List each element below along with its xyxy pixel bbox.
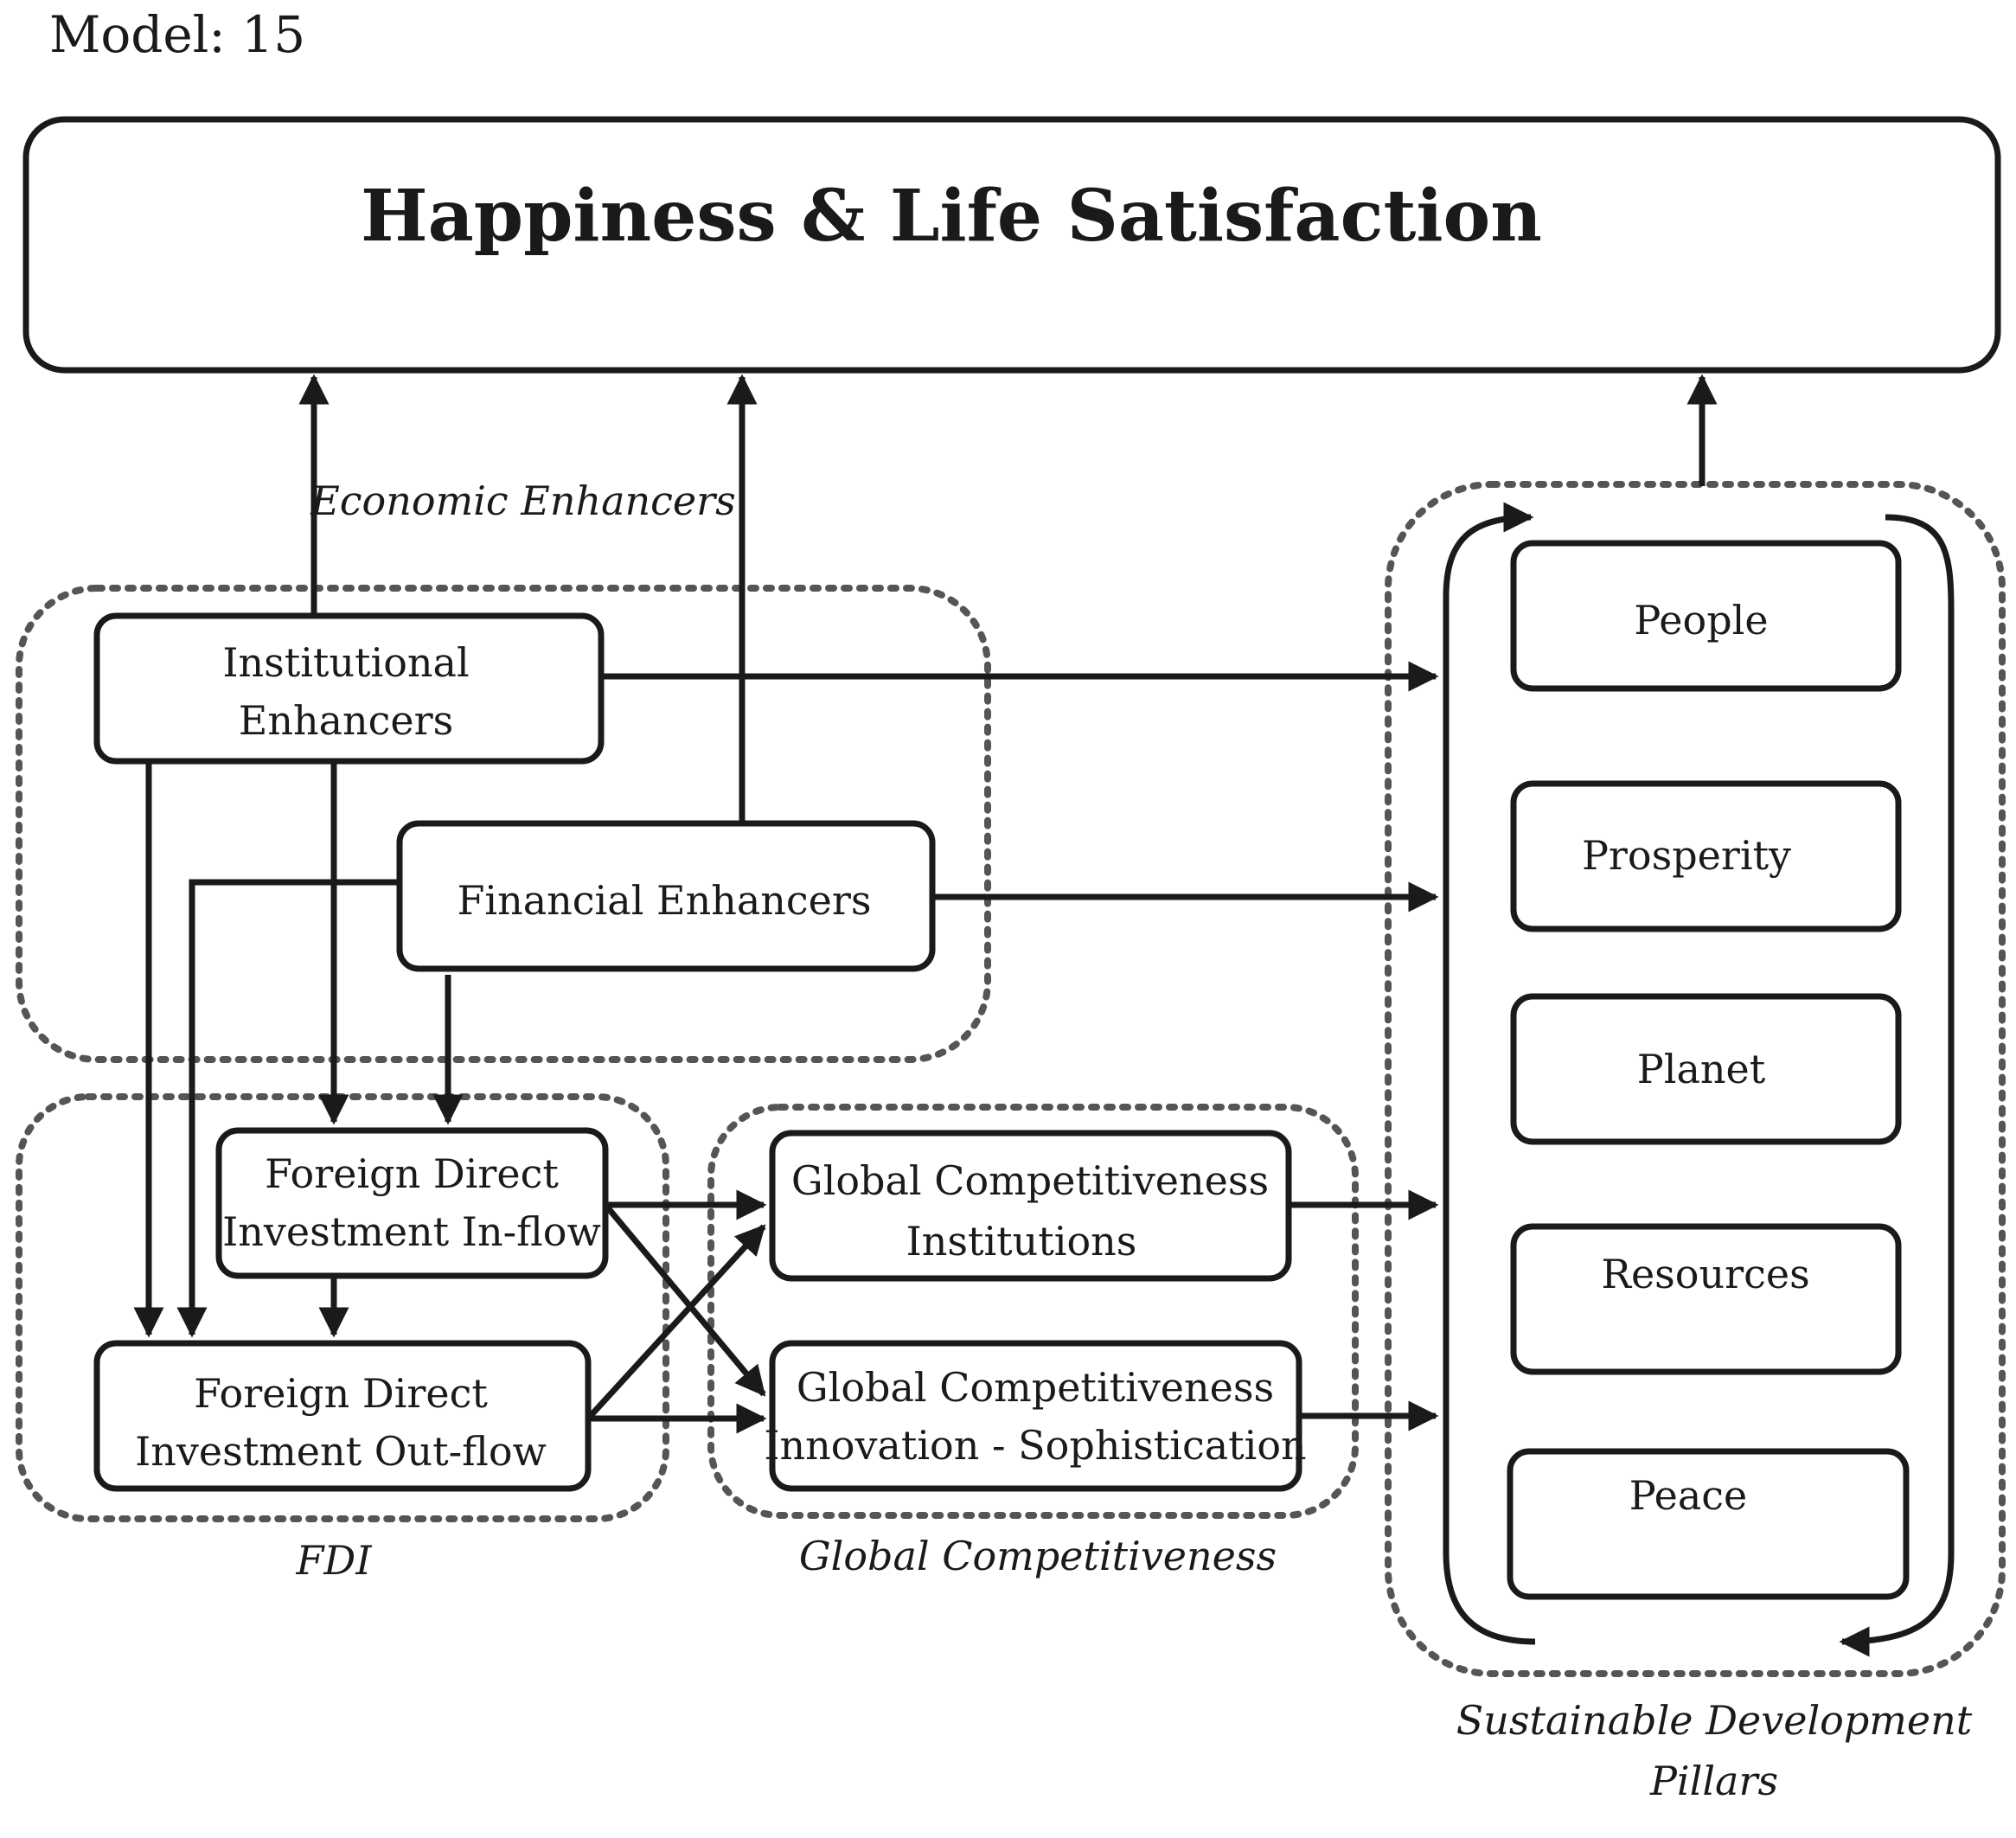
edge-fdi-in-to-gci-innovation [603, 1202, 766, 1397]
institutional-enhancers-label-2: Enhancers [239, 697, 453, 744]
economic-enhancers-group [16, 585, 991, 1063]
financial-enhancers-box [396, 820, 936, 972]
gci-institutions-box [769, 1130, 1292, 1282]
fdi-inflow-box [215, 1127, 609, 1279]
edge-financial-to-fdi-out [176, 879, 400, 1338]
fdi-label: FDI [296, 1537, 373, 1584]
institutional-enhancers-box [93, 612, 605, 765]
institutional-enhancers-label-1: Institutional [222, 639, 469, 686]
gci-institutions-label-2: Institutions [906, 1218, 1137, 1265]
happiness-box [22, 116, 2001, 374]
pillar-planet-box [1510, 993, 1902, 1145]
pillar-resources-box [1510, 1223, 1902, 1375]
pillar-prosperity-box [1510, 780, 1902, 932]
happiness-title: Happiness & Life Satisfaction [361, 175, 1542, 258]
edge-fdi-out-to-gci-institutions [586, 1224, 766, 1421]
sustainable-development-group [1385, 481, 2006, 1677]
fdi-inflow-label-1: Foreign Direct [265, 1150, 559, 1197]
pillar-resources-label: Resources [1601, 1251, 1809, 1297]
gci-innovation-box [769, 1340, 1302, 1492]
sdp-cycle-right-arrow [1839, 514, 1955, 1657]
fdi-outflow-label-2: Investment Out-flow [135, 1428, 547, 1475]
pillar-people-box [1510, 540, 1902, 692]
pillar-peace-label: Peace [1629, 1472, 1748, 1519]
model-label: Model: 15 [49, 5, 305, 64]
gci-institutions-label-1: Global Competitiveness [791, 1157, 1269, 1204]
sdp-cycle-left-arrow [1443, 502, 1536, 1645]
pillar-people-label: People [1634, 597, 1768, 644]
fdi-inflow-label-2: Investment In-flow [222, 1208, 601, 1255]
gci-innovation-label-1: Global Competitiveness [797, 1364, 1274, 1411]
financial-enhancers-label: Financial Enhancers [457, 877, 871, 924]
pillar-planet-label: Planet [1637, 1046, 1766, 1092]
gci-innovation-label-2: Innovation - Sophistication [764, 1422, 1306, 1469]
fdi-outflow-label-1: Foreign Direct [194, 1370, 488, 1417]
global-competitiveness-group [707, 1104, 1359, 1519]
pillar-peace-box [1507, 1448, 1910, 1600]
fdi-outflow-box [93, 1340, 592, 1492]
economic-enhancers-label: Economic Enhancers [310, 477, 736, 524]
sdp-label-line2: Pillars [1649, 1758, 1778, 1804]
sdp-label-line1: Sustainable Development [1456, 1697, 1973, 1744]
pillar-prosperity-label: Prosperity [1582, 832, 1791, 879]
global-competitiveness-label: Global Competitiveness [799, 1533, 1277, 1579]
